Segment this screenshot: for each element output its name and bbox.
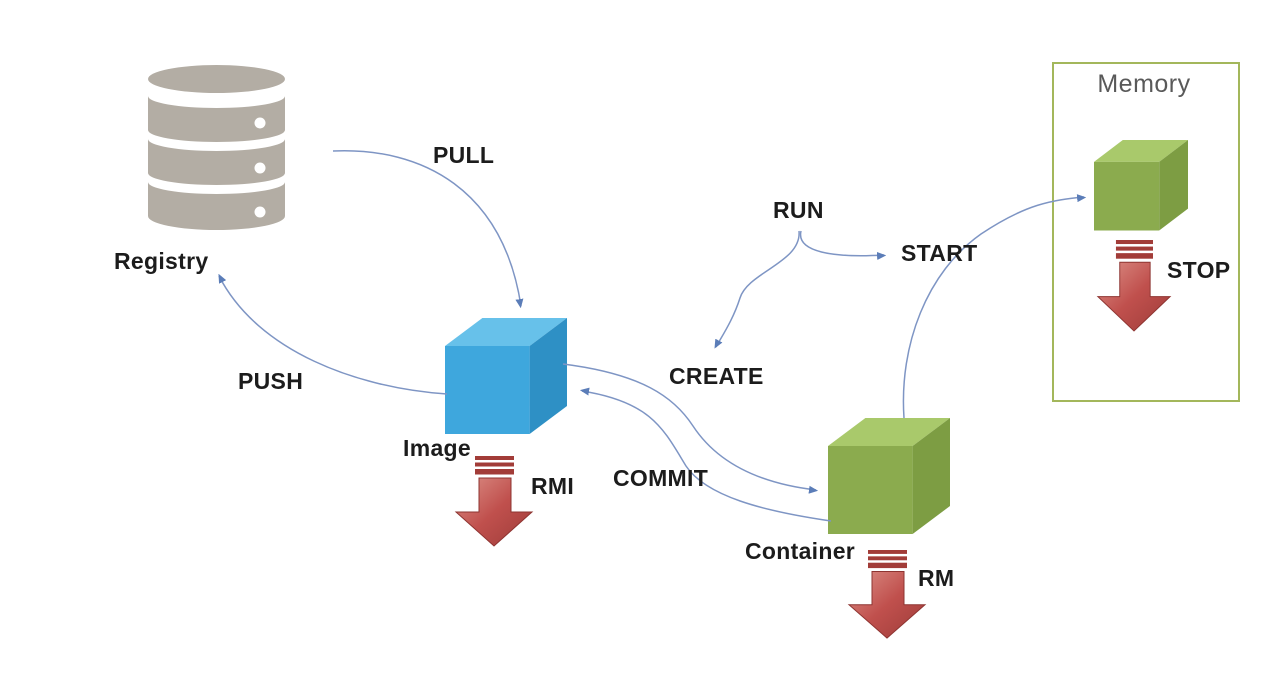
run-label: RUN bbox=[773, 197, 824, 223]
pull-arrow bbox=[332, 150, 521, 306]
container-label: Container bbox=[745, 538, 856, 564]
start-label: START bbox=[901, 240, 978, 266]
image-label: Image bbox=[403, 435, 471, 461]
rmi-label: RMI bbox=[531, 473, 575, 499]
container-cube-icon bbox=[828, 418, 950, 534]
stop-label: STOP bbox=[1167, 257, 1231, 283]
commit-arrow bbox=[582, 391, 832, 522]
rm-label: RM bbox=[918, 565, 955, 591]
run-to-create-arrow bbox=[716, 230, 800, 347]
stop-arrow-icon bbox=[1096, 240, 1172, 332]
create-label: CREATE bbox=[669, 363, 764, 389]
rmi-delete-arrow-icon bbox=[454, 456, 534, 547]
registry-database-icon bbox=[148, 65, 285, 230]
memory-label: Memory bbox=[1097, 70, 1191, 98]
push-label: PUSH bbox=[238, 368, 304, 394]
memory-cube-icon bbox=[1094, 140, 1188, 231]
rm-delete-arrow-icon bbox=[847, 550, 927, 639]
commit-label: COMMIT bbox=[613, 465, 709, 491]
image-cube-icon bbox=[445, 318, 567, 434]
run-to-start-arrow bbox=[799, 230, 884, 256]
memory-box bbox=[1052, 62, 1240, 402]
registry-label: Registry bbox=[114, 248, 209, 274]
pull-label: PULL bbox=[433, 142, 495, 168]
